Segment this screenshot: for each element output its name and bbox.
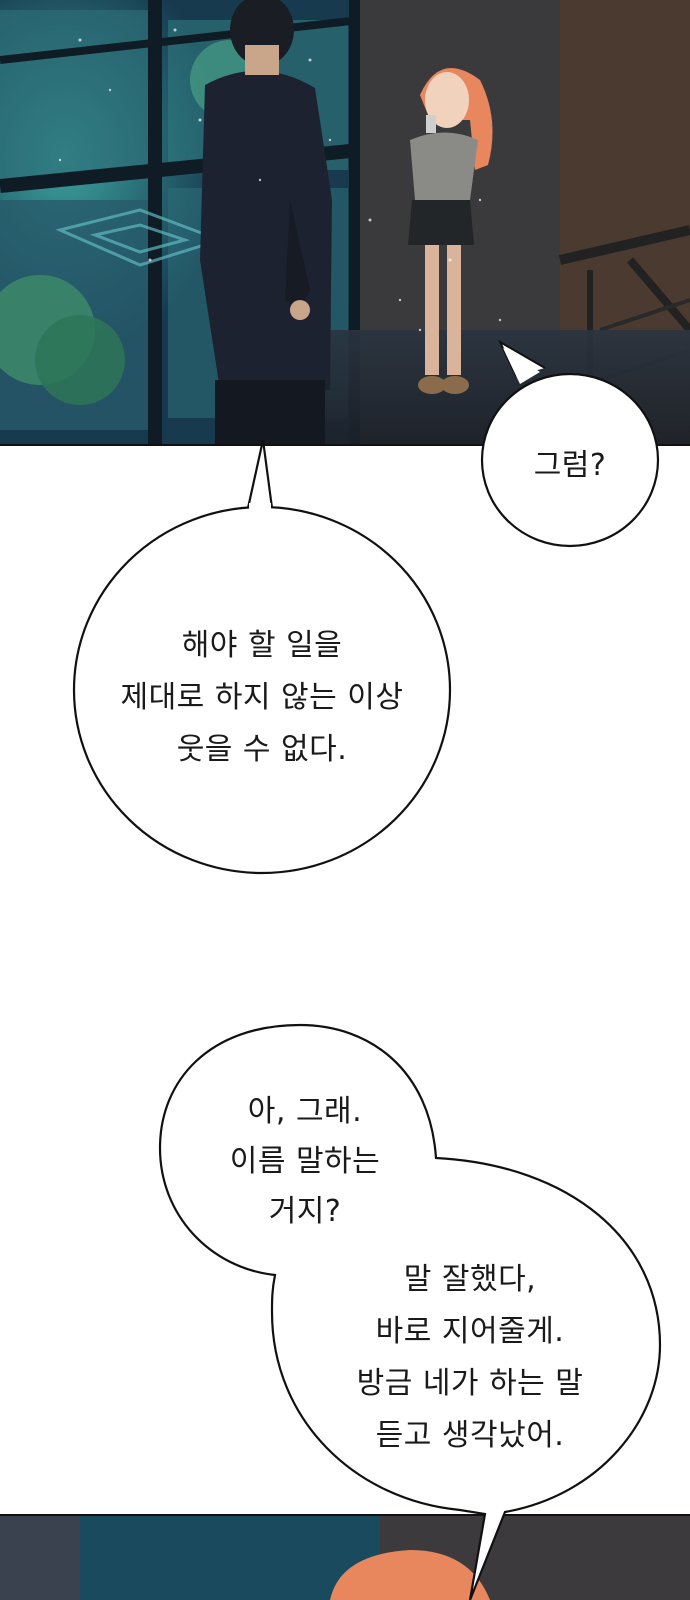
bubble-line: 웃을 수 없다. bbox=[176, 732, 348, 767]
character-man-in-coat bbox=[200, 0, 332, 446]
speech-bubble-1-text: 그럼? bbox=[482, 440, 658, 483]
character-woman-with-phone bbox=[408, 68, 493, 394]
bubble-line: 말 잘했다, bbox=[403, 1262, 537, 1297]
bubble-line: 이름 말하는 bbox=[229, 1144, 381, 1179]
speech-bubble-3-text: 아, 그래. 이름 말하는 거지? bbox=[190, 1086, 420, 1236]
bubble-line: 방금 네가 하는 말 bbox=[356, 1366, 584, 1401]
bubble-line: 아, 그래. bbox=[247, 1094, 363, 1129]
bubble-line: 거지? bbox=[268, 1194, 342, 1229]
speech-bubble-4-text: 말 잘했다, 바로 지어줄게. 방금 네가 하는 말 듣고 생각났어. bbox=[300, 1254, 640, 1454]
bubble-line: 해야 할 일을 bbox=[181, 628, 343, 663]
bubble-line: 바로 지어줄게. bbox=[375, 1314, 565, 1349]
bubble-line: 듣고 생각났어. bbox=[375, 1418, 565, 1453]
bubble-line: 제대로 하지 않는 이상 bbox=[120, 680, 404, 715]
scene-illustration-closeup bbox=[0, 1514, 690, 1600]
comic-panel-top bbox=[0, 0, 690, 446]
scene-illustration-night-hallway bbox=[0, 0, 690, 446]
speech-bubble-2-text: 해야 할 일을 제대로 하지 않는 이상 웃을 수 없다. bbox=[74, 620, 450, 770]
bubble-line: 그럼? bbox=[533, 448, 607, 483]
comic-panel-bottom bbox=[0, 1514, 690, 1600]
sparkle-particles bbox=[58, 28, 502, 332]
